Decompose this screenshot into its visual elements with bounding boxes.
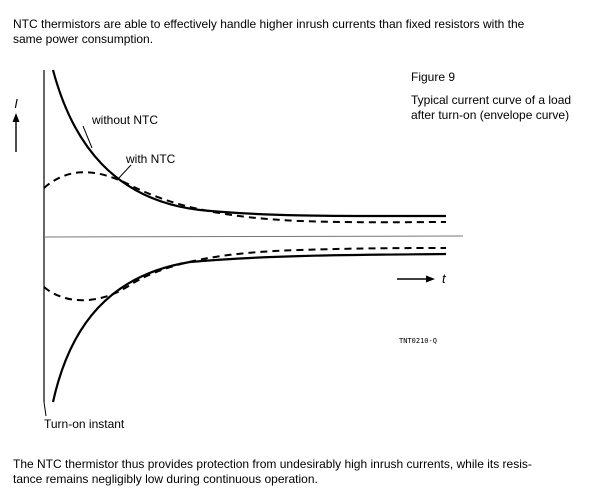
figure-caption-line-1: Typical current curve of a load [411,93,571,107]
curve-without-ntc-upper [51,69,447,218]
outro-line-2: tance remains negligibly low during cont… [13,472,318,486]
label-with-ntc: with NTC [125,152,176,166]
figure-number: Figure 9 [411,70,455,84]
y-axis-arrow [12,113,20,152]
intro-line-1: NTC thermistors are able to effectively … [13,17,525,31]
outro-paragraph: The NTC thermistor thus provides protect… [13,457,598,487]
intro-line-2: same power consumption. [13,32,154,46]
figure-caption-line-2: after turn-on (envelope curve) [411,108,569,122]
label-without-ntc: without NTC [91,113,158,127]
intro-paragraph: NTC thermistors are able to effectively … [13,17,598,47]
leader-without-ntc [82,125,93,149]
curve-with-ntc-lower [43,247,447,302]
leader-with-ntc [116,164,132,181]
x-axis-label: t [442,271,447,286]
label-turn-on-instant: Turn-on instant [44,417,125,431]
y-axis-label: I [14,96,18,111]
leader-turn-on [43,401,47,417]
zero-line [43,235,464,238]
outro-line-1: The NTC thermistor thus provides protect… [13,457,532,471]
figure-code: TNT0210-Q [399,337,437,345]
curve-without-ntc-lower [51,252,447,403]
x-axis-arrow [397,275,435,283]
curve-with-ntc-upper [43,171,447,224]
